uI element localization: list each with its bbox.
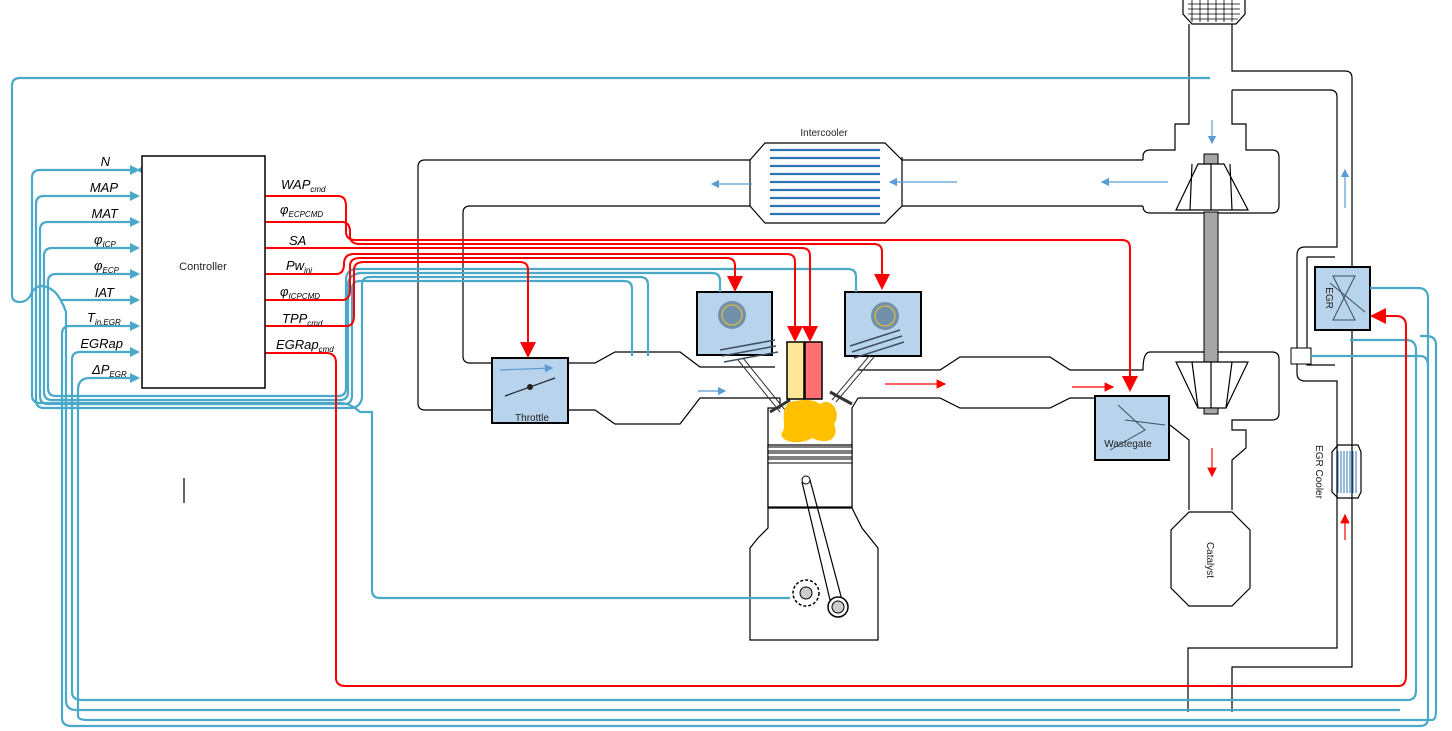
svg-text:φICPCMD: φICPCMD bbox=[280, 284, 320, 301]
pwinj-cmd-line bbox=[265, 253, 803, 342]
air-flow-arrows bbox=[698, 120, 1350, 396]
output-label: EGRap bbox=[276, 337, 319, 352]
input-label: MAP bbox=[90, 180, 119, 195]
cylinder-head bbox=[696, 291, 922, 443]
output-label: Pw bbox=[286, 258, 306, 273]
input-label: IAT bbox=[95, 285, 115, 300]
input-label: ΔP bbox=[91, 362, 110, 377]
output-label: φ bbox=[280, 202, 289, 217]
turbine-wheel bbox=[1175, 361, 1249, 409]
output-label: φ bbox=[280, 284, 289, 299]
svg-text:IAT: IAT bbox=[95, 285, 115, 300]
svg-text:φECPCMD: φECPCMD bbox=[280, 202, 323, 219]
svg-text:MAT: MAT bbox=[92, 206, 120, 221]
compressor-wheel bbox=[1175, 163, 1249, 211]
svg-text:MAP: MAP bbox=[90, 180, 119, 195]
wastegate-label: Wastegate bbox=[1104, 439, 1152, 450]
input-label: T bbox=[87, 310, 96, 325]
egr-cooler-label: EGR Cooler bbox=[1313, 445, 1324, 500]
egr-cooler-body bbox=[1331, 444, 1362, 499]
sensor-lines bbox=[10, 76, 1438, 728]
turbo-shaft bbox=[1203, 211, 1219, 363]
exhaust-flow-arrows bbox=[885, 379, 1350, 540]
input-label: φ bbox=[94, 232, 103, 247]
intercooler-body bbox=[749, 142, 903, 224]
svg-text:WAPcmd: WAPcmd bbox=[281, 177, 326, 194]
input-label: N bbox=[101, 154, 111, 169]
egrap-cmd-line bbox=[265, 308, 1407, 687]
input-label: MAT bbox=[92, 206, 120, 221]
svg-text:TPPcmd: TPPcmd bbox=[282, 311, 323, 328]
input-label: φ bbox=[94, 258, 103, 273]
controller-block bbox=[141, 155, 266, 389]
egr-valve-label: EGR bbox=[1323, 287, 1334, 309]
output-label: WAP bbox=[281, 177, 311, 192]
output-label: SA bbox=[289, 233, 306, 248]
throttle-label: Throttle bbox=[515, 413, 549, 424]
spark-plug bbox=[804, 341, 823, 400]
command-lines bbox=[265, 195, 1407, 687]
tpp-cmd-line bbox=[265, 261, 536, 358]
controller-output-labels: WAPcmd φECPCMD SA Pwinj φICPCMD TPPcmd E… bbox=[276, 177, 334, 354]
controller-input-labels: N MAP MAT φICP φECP IAT Tin,EGR EGRap ΔP… bbox=[80, 154, 127, 379]
wap-cmd-line bbox=[265, 195, 1138, 392]
output-label: TPP bbox=[282, 311, 308, 326]
input-label: EGRap bbox=[80, 336, 123, 351]
combustion-flame bbox=[781, 400, 837, 443]
wastegate-valve bbox=[1094, 395, 1170, 461]
icp-cmd-line bbox=[265, 257, 743, 301]
actuators bbox=[491, 266, 1371, 461]
air-filter bbox=[1182, 0, 1246, 25]
svg-text:φICP: φICP bbox=[94, 232, 116, 249]
intercooler-label: Intercooler bbox=[800, 128, 848, 139]
egr-temp-sensor bbox=[1290, 347, 1312, 365]
svg-text:N: N bbox=[101, 154, 111, 169]
svg-text:EGRapcmd: EGRapcmd bbox=[276, 337, 334, 354]
fuel-injector bbox=[786, 341, 805, 400]
svg-text:Pwinj: Pwinj bbox=[286, 258, 312, 275]
svg-text:ΔPEGR: ΔPEGR bbox=[91, 362, 127, 379]
svg-text:Tin,EGR: Tin,EGR bbox=[87, 310, 121, 327]
air-path-outline bbox=[183, 0, 1362, 712]
catalyst-body bbox=[1170, 511, 1251, 607]
catalyst-label: Catalyst bbox=[1204, 542, 1215, 578]
svg-text:SA: SA bbox=[289, 233, 306, 248]
svg-text:φECP: φECP bbox=[94, 258, 120, 275]
svg-text:EGRap: EGRap bbox=[80, 336, 123, 351]
sensor-input-arrows bbox=[60, 165, 140, 383]
ecp-cmd-line bbox=[265, 221, 890, 290]
controller-label: Controller bbox=[179, 261, 227, 273]
sa-cmd-line bbox=[265, 247, 818, 342]
